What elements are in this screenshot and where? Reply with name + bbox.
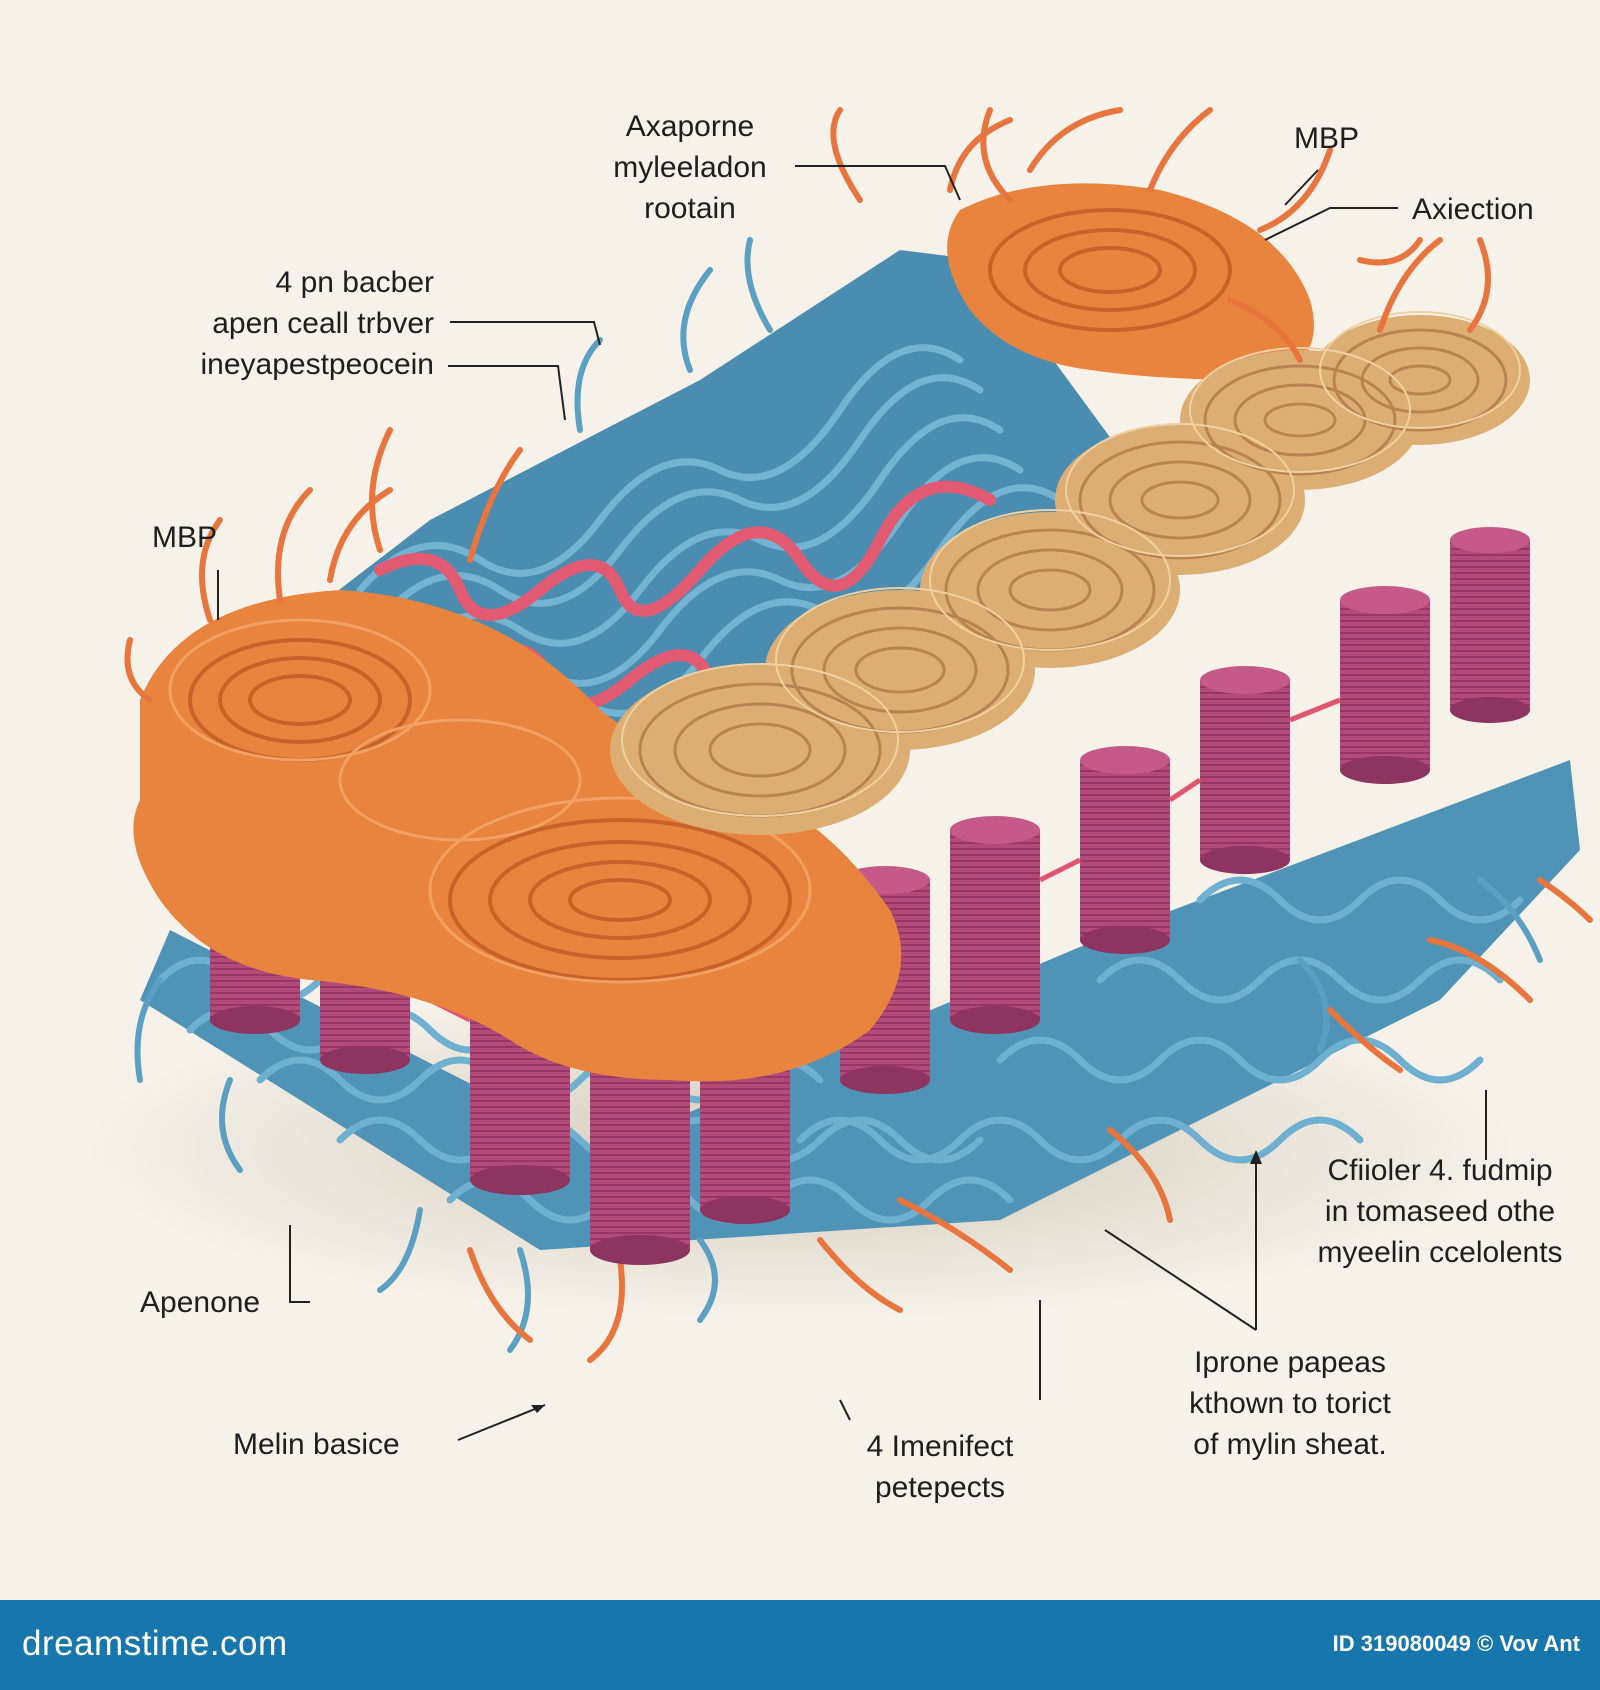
label-mbp-left: MBP: [152, 521, 218, 554]
myelin-diagram: Axaporne myleeladon rootain MBP Axiectio…: [80, 107, 1593, 1504]
label-axiection: Axiection: [1412, 193, 1534, 226]
stock-id-credit: ID 319080049 © Vov Ant: [1332, 1631, 1580, 1656]
leader-4pn-1: [450, 321, 601, 346]
leader-mbp-top: [1284, 169, 1319, 206]
watermark-brand-text: dreamstime.com: [22, 1624, 288, 1663]
label-4pn-bacber: 4 pn bacber apen ceall trbver ineyapestp…: [200, 266, 434, 381]
leader-axaporne: [795, 165, 961, 201]
label-iprone: Iprone papeas kthown to torict of mylin …: [1189, 1346, 1391, 1461]
leader-apenone: [289, 1225, 310, 1303]
orange-coil-cluster-left: [124, 427, 902, 1082]
label-mbp-top: MBP: [1294, 122, 1360, 155]
label-imenifect: 4 Imenifect petepects: [866, 1430, 1014, 1504]
tan-coil-row: [610, 237, 1530, 835]
leader-4pn-2: [448, 365, 566, 421]
myelin-sheath-illustration: [80, 107, 1593, 1441]
watermark-footer-bar: dreamstime.com ID 319080049 © Vov Ant: [0, 1600, 1600, 1690]
orange-coil-cluster-top: [947, 107, 1423, 380]
leader-iprone-2: [1104, 1229, 1257, 1331]
leader-lines: [217, 165, 1487, 1441]
leader-imenifect-2: [839, 1399, 851, 1421]
label-cfiioler: Cfiioler 4. fudmip in tomaseed othe myee…: [1317, 1154, 1563, 1269]
label-apenone: Apenone: [140, 1286, 261, 1319]
label-axaporne: Axaporne myleeladon rootain: [613, 110, 767, 225]
leader-melin: [457, 1404, 546, 1441]
label-melin-basice: Melin basice: [233, 1428, 400, 1461]
leader-arrowheads: [531, 1150, 1262, 1413]
leader-axiection: [1264, 207, 1398, 241]
